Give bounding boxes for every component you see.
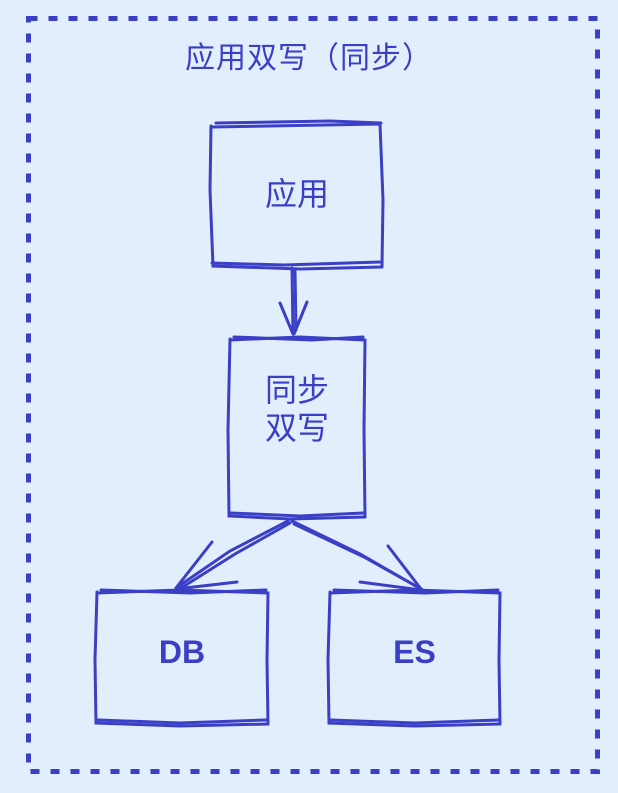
node-box-es: [326, 588, 502, 728]
node-box-db: [93, 588, 270, 728]
arrow-app-to-sync: [278, 266, 309, 336]
arrow-sync-to-es: [290, 519, 425, 592]
outer-dashed-border: [26, 16, 600, 774]
arrow-sync-to-db: [174, 519, 292, 592]
node-box-sync: [226, 335, 367, 521]
node-box-app: [208, 119, 385, 271]
